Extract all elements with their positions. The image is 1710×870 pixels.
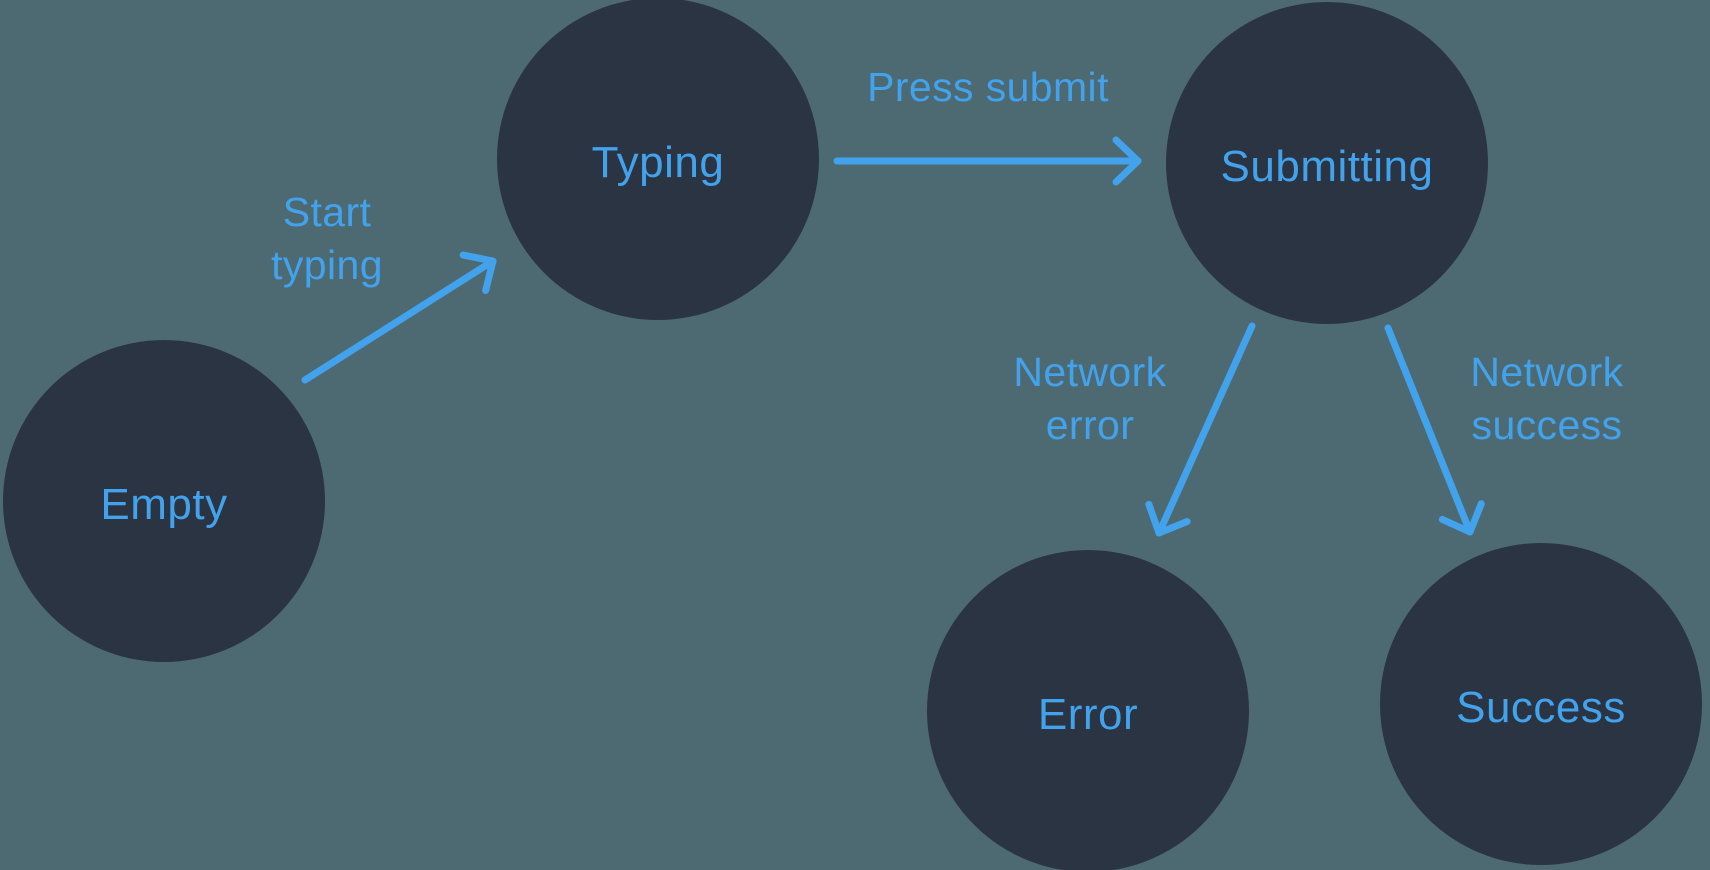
edge-label-network-success-line2: success [1471,402,1623,448]
arrow-network-error-icon [1145,322,1256,537]
edge-label-press-submit-line1: Press submit [867,64,1109,110]
arrow-network-success-icon [1384,324,1485,536]
node-error: Error [927,550,1249,870]
edge-label-network-error-line2: error [1045,402,1135,448]
arrow-start-typing-icon [301,251,497,384]
node-success: Success [1380,543,1702,865]
edge-label-network-error: Network error [930,346,1250,452]
edge-label-network-success: Network success [1387,346,1707,452]
node-empty-label: Empty [100,480,228,529]
node-success-label: Success [1456,683,1626,732]
edge-label-start-typing-line1: Start [282,189,372,235]
node-empty: Empty [3,340,325,662]
node-submitting: Submitting [1166,2,1488,324]
node-error-label: Error [1037,690,1139,739]
edge-label-start-typing: Start typing [167,186,487,292]
node-typing-label: Typing [591,138,725,187]
edge-label-press-submit: Press submit [828,61,1148,114]
edge-label-network-success-line1: Network [1470,349,1624,395]
edge-label-network-error-line1: Network [1013,349,1167,395]
edge-label-start-typing-line2: typing [271,242,383,288]
node-submitting-label: Submitting [1220,142,1434,191]
node-typing: Typing [497,0,819,320]
